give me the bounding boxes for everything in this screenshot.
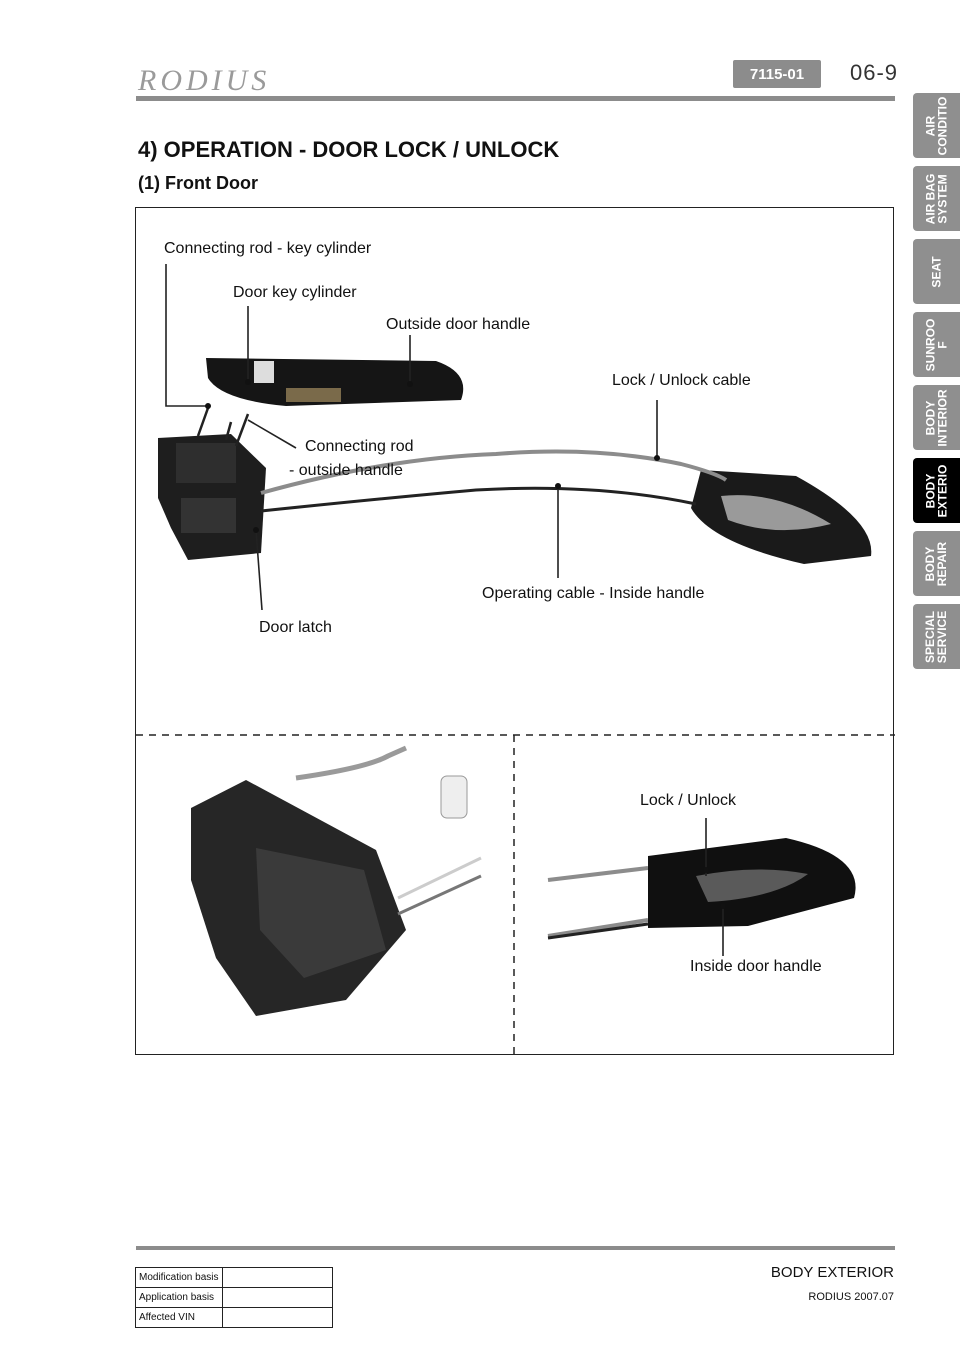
footer-rule	[136, 1246, 895, 1250]
tab-body-repair[interactable]: BODY REPAIR	[913, 531, 960, 596]
tab-air-conditioning[interactable]: AIR CONDITIO	[913, 93, 960, 158]
figure-drawing	[136, 264, 895, 1056]
label-connecting-rod-outside-1: Connecting rod	[305, 438, 414, 455]
lock-unlock-cable-line	[260, 449, 728, 495]
header-rule	[136, 96, 895, 101]
outside-handle-image	[206, 358, 464, 406]
table-key: Modification basis	[135, 1267, 223, 1288]
label-operating-cable-inside-handle: Operating cable - Inside handle	[482, 585, 705, 602]
label-door-key-cylinder: Door key cylinder	[233, 284, 357, 301]
tab-label: BODY INTERIOR	[923, 388, 950, 447]
table-row: Application basis	[135, 1287, 333, 1308]
tab-label: BODY REPAIR	[923, 541, 950, 586]
modification-table: Modification basis Application basis Aff…	[135, 1267, 333, 1328]
tab-special-service[interactable]: SPECIAL SERVICE	[913, 604, 960, 669]
tab-label: SPECIAL SERVICE	[923, 610, 950, 663]
table-value	[222, 1267, 333, 1288]
latch-closeup-image	[191, 745, 482, 1016]
label-outside-door-handle: Outside door handle	[386, 316, 531, 333]
tab-sunroof[interactable]: SUNROO F	[913, 312, 960, 377]
table-row: Affected VIN	[135, 1307, 333, 1328]
tab-body-exterior[interactable]: BODY EXTERIO	[913, 458, 960, 523]
table-value	[222, 1307, 333, 1328]
tab-label: AIR BAG SYSTEM	[923, 173, 950, 224]
inside-handle-image	[691, 470, 872, 564]
tab-label: SUNROO F	[923, 318, 950, 371]
table-key: Affected VIN	[135, 1307, 223, 1328]
footer-section-title: BODY EXTERIOR	[770, 1264, 894, 1281]
label-connecting-rod-outside-2: - outside handle	[289, 462, 403, 479]
connecting-rods	[196, 407, 250, 447]
leader-dots	[205, 379, 726, 909]
tab-label: SEAT	[929, 255, 944, 288]
section-code-badge: 7115-01	[733, 60, 821, 88]
page-title: 4) OPERATION - DOOR LOCK / UNLOCK	[138, 137, 560, 162]
tab-label: AIR CONDITIO	[923, 96, 950, 155]
label-door-latch: Door latch	[259, 619, 332, 636]
label-connecting-rod-key-cylinder: Connecting rod - key cylinder	[164, 240, 372, 257]
inside-handle-closeup-image	[547, 838, 856, 940]
tab-body-interior[interactable]: BODY INTERIOR	[913, 385, 960, 450]
brand-logo: RODIUS	[138, 64, 271, 97]
tab-seat[interactable]: SEAT	[913, 239, 960, 304]
section-tabs: AIR CONDITIO AIR BAG SYSTEM SEAT SUNROO …	[913, 93, 960, 677]
door-latch-assembly-image	[158, 434, 266, 560]
label-lock-unlock: Lock / Unlock	[640, 792, 737, 809]
tab-air-bag-system[interactable]: AIR BAG SYSTEM	[913, 166, 960, 231]
tab-label: BODY EXTERIO	[923, 464, 950, 517]
label-lock-unlock-cable: Lock / Unlock cable	[612, 372, 751, 389]
table-row: Modification basis	[135, 1267, 333, 1288]
operating-cable-line	[260, 486, 697, 513]
label-inside-door-handle: Inside door handle	[690, 958, 822, 975]
door-lock-figure: Connecting rod - key cylinder Door key c…	[135, 207, 895, 1056]
table-value	[222, 1287, 333, 1308]
section-subtitle: (1) Front Door	[138, 173, 258, 193]
page-number: 06-9	[850, 60, 899, 85]
footer-model-date: RODIUS 2007.07	[808, 1291, 894, 1303]
table-key: Application basis	[135, 1287, 223, 1308]
leader-lines	[165, 264, 724, 956]
